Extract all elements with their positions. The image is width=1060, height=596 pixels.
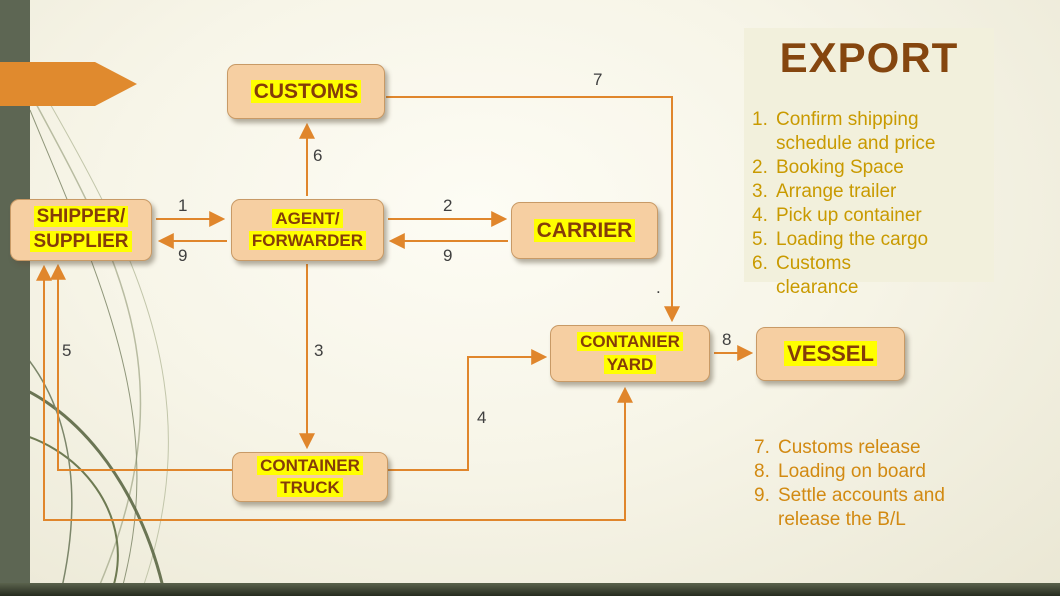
arrow-label-7: 7 <box>593 70 603 89</box>
node-truck-label-line1: CONTAINER <box>257 455 363 475</box>
legend-item-text: Arrange trailer <box>776 181 897 202</box>
legend-item-number: 3. <box>752 181 768 202</box>
arrow-label-2: 2 <box>443 196 453 215</box>
node-shipper-label-line2: SUPPLIER <box>30 231 132 252</box>
page-title: EXPORT <box>779 34 959 81</box>
arrow-label-3: 3 <box>314 341 324 360</box>
node-vessel-label: VESSEL <box>784 340 877 366</box>
node-agent-forwarder: AGENT/ FORWARDER <box>231 199 384 261</box>
bottom-accent-bar <box>0 583 1060 596</box>
node-container-truck: CONTAINER TRUCK <box>232 452 388 502</box>
legend-item-text: Loading the cargo <box>776 229 929 250</box>
stray-dot: . <box>656 278 661 297</box>
legend-item: 6. Customs clearance <box>752 252 936 300</box>
node-agent-label-line2: FORWARDER <box>248 231 367 250</box>
legend-item-number: 7. <box>754 437 770 458</box>
legend-item: 9. Settle accounts and release the B/L <box>754 484 966 532</box>
legend-item-text: Customs clearance <box>776 253 859 298</box>
legend-item: 1. Confirm shipping schedule and price <box>752 108 936 156</box>
legend-panel <box>744 28 994 282</box>
legend-item-text: Settle accounts and release the B/L <box>778 485 945 530</box>
legend-item-text: Customs release <box>778 437 921 458</box>
legend-item: 2. Booking Space <box>752 156 936 180</box>
node-container-yard: CONTANIER YARD <box>550 325 710 382</box>
arrow-label-6: 6 <box>313 146 323 165</box>
legend-item-text: Pick up container <box>776 205 922 226</box>
arrow-label-5: 5 <box>62 341 72 360</box>
legend-item-number: 4. <box>752 205 768 226</box>
legend-item-number: 1. <box>752 109 768 130</box>
left-accent-bar <box>0 0 30 596</box>
node-customs: CUSTOMS <box>227 64 385 119</box>
node-vessel: VESSEL <box>756 327 905 381</box>
arrow-label-1: 1 <box>178 196 188 215</box>
legend-export-steps: 1. Confirm shipping schedule and price 2… <box>752 108 936 300</box>
legend-item: 7. Customs release <box>754 436 966 460</box>
legend-item-number: 6. <box>752 253 768 274</box>
node-agent-label-line1: AGENT/ <box>272 208 343 228</box>
legend-release-steps: 7. Customs release 8. Loading on board 9… <box>754 436 966 532</box>
legend-item-text: Confirm shipping schedule and price <box>776 109 936 154</box>
legend-item: 4. Pick up container <box>752 204 936 228</box>
node-shipper-supplier: SHIPPER/ SUPPLIER <box>10 199 152 261</box>
legend-item-number: 9. <box>754 485 770 506</box>
arrow-5-truck-to-shipper <box>50 263 232 471</box>
node-yard-label-line2: YARD <box>603 354 657 374</box>
node-carrier: CARRIER <box>511 202 658 259</box>
node-carrier-label: CARRIER <box>533 218 636 242</box>
node-shipper-label-line1: SHIPPER/ <box>33 206 129 228</box>
legend-item-number: 2. <box>752 157 768 178</box>
node-yard-label-line1: CONTANIER <box>577 332 683 352</box>
node-customs-label: CUSTOMS <box>250 79 362 103</box>
legend-item-text: Booking Space <box>776 157 904 178</box>
arrow-label-8: 8 <box>722 330 732 349</box>
legend-item: 8. Loading on board <box>754 460 966 484</box>
legend-item-number: 5. <box>752 229 768 250</box>
legend-item: 5. Loading the cargo <box>752 228 936 252</box>
arrow-label-4: 4 <box>477 408 487 427</box>
arrow-4-truck-to-yard <box>388 349 548 471</box>
node-truck-label-line2: TRUCK <box>277 478 343 497</box>
legend-item-text: Loading on board <box>778 461 926 482</box>
arrow-label-9-left: 9 <box>178 246 188 265</box>
legend-item: 3. Arrange trailer <box>752 180 936 204</box>
arrow-label-9-right: 9 <box>443 246 453 265</box>
legend-item-number: 8. <box>754 461 770 482</box>
